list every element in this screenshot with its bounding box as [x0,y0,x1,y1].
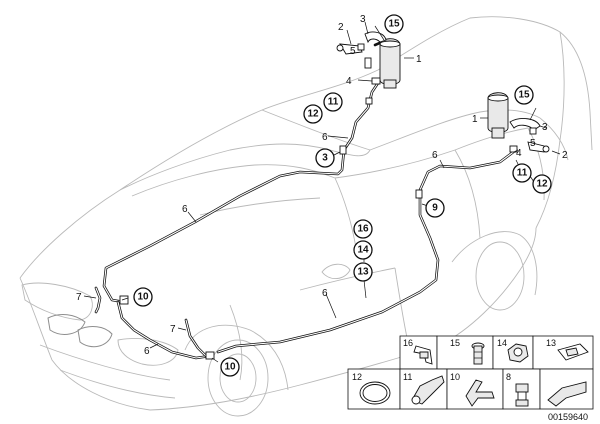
rear-reservoir-assembly [487,92,550,153]
svg-text:16: 16 [357,224,369,235]
legend-label-10: 10 [450,372,460,382]
svg-text:13: 13 [357,267,369,278]
svg-text:14: 14 [357,245,369,256]
legend-cell-15 [436,335,494,370]
legend-label-11: 11 [403,372,412,382]
legend-label-13: 13 [546,338,556,348]
legend-label-12: 12 [352,372,362,382]
label-front-grommet: 5 [350,46,356,57]
label-rear-cap: 3 [542,122,548,133]
callout-11-front: 11 [323,92,343,112]
label-front-nozzle: 2 [338,22,344,33]
label-hose-left: 7 [76,292,82,303]
label-rear-nozzle: 2 [562,150,568,161]
inline-connectors [119,97,423,360]
label-rear-pump: 4 [516,148,522,159]
legend-label-15: 15 [450,338,460,348]
label-pipe-rear: 6 [432,150,438,161]
callout-16: 16 [353,219,373,239]
label-pipe-hood: 6 [182,204,188,215]
label-pipe-top: 6 [322,132,328,143]
callout-13: 13 [353,262,373,282]
label-front-pump: 4 [346,76,352,87]
callout-15-rear: 15 [514,85,534,105]
diagram-id: 00159640 [548,412,588,422]
callout-11-rear: 11 [512,163,532,183]
legend-label-8: 8 [506,372,511,382]
legend-label-14: 14 [497,338,507,348]
svg-text:12: 12 [536,179,548,190]
svg-text:15: 15 [518,90,530,101]
callout-12-front: 12 [303,104,323,124]
svg-text:9: 9 [432,203,438,214]
label-front-cap: 3 [360,14,366,25]
svg-text:10: 10 [137,292,149,303]
label-rear-grommet: 5 [530,138,536,149]
callout-15-front: 15 [384,14,404,34]
label-hose-right: 7 [170,324,176,335]
callout-10-left: 10 [133,287,153,307]
front-reservoir-assembly [336,31,401,89]
label-rear-reservoir: 1 [472,114,478,125]
svg-text:11: 11 [517,168,528,179]
label-pipe-sill: 6 [322,288,328,299]
svg-text:11: 11 [328,97,339,108]
part-labels: 1 2 3 4 5 6 1 2 3 4 5 6 6 6 6 7 7 [76,14,568,357]
callout-3-front: 3 [315,148,335,168]
callout-9: 9 [425,198,445,218]
svg-text:12: 12 [307,109,319,120]
washer-pipes [94,40,518,360]
label-front-reservoir: 1 [416,54,422,65]
leader-lines [83,21,561,363]
legend-label-16: 16 [403,338,413,348]
circled-labels: 15 11 12 3 15 11 12 9 16 14 13 10 10 [133,14,552,377]
parts-legend: 16 15 14 13 12 11 10 8 [347,335,594,410]
svg-text:3: 3 [322,153,328,164]
callout-10-right: 10 [220,357,240,377]
callout-12-rear: 12 [532,174,552,194]
svg-text:10: 10 [224,362,236,373]
svg-text:15: 15 [388,19,400,30]
callout-14: 14 [353,240,373,260]
label-pipe-front: 6 [144,346,150,357]
